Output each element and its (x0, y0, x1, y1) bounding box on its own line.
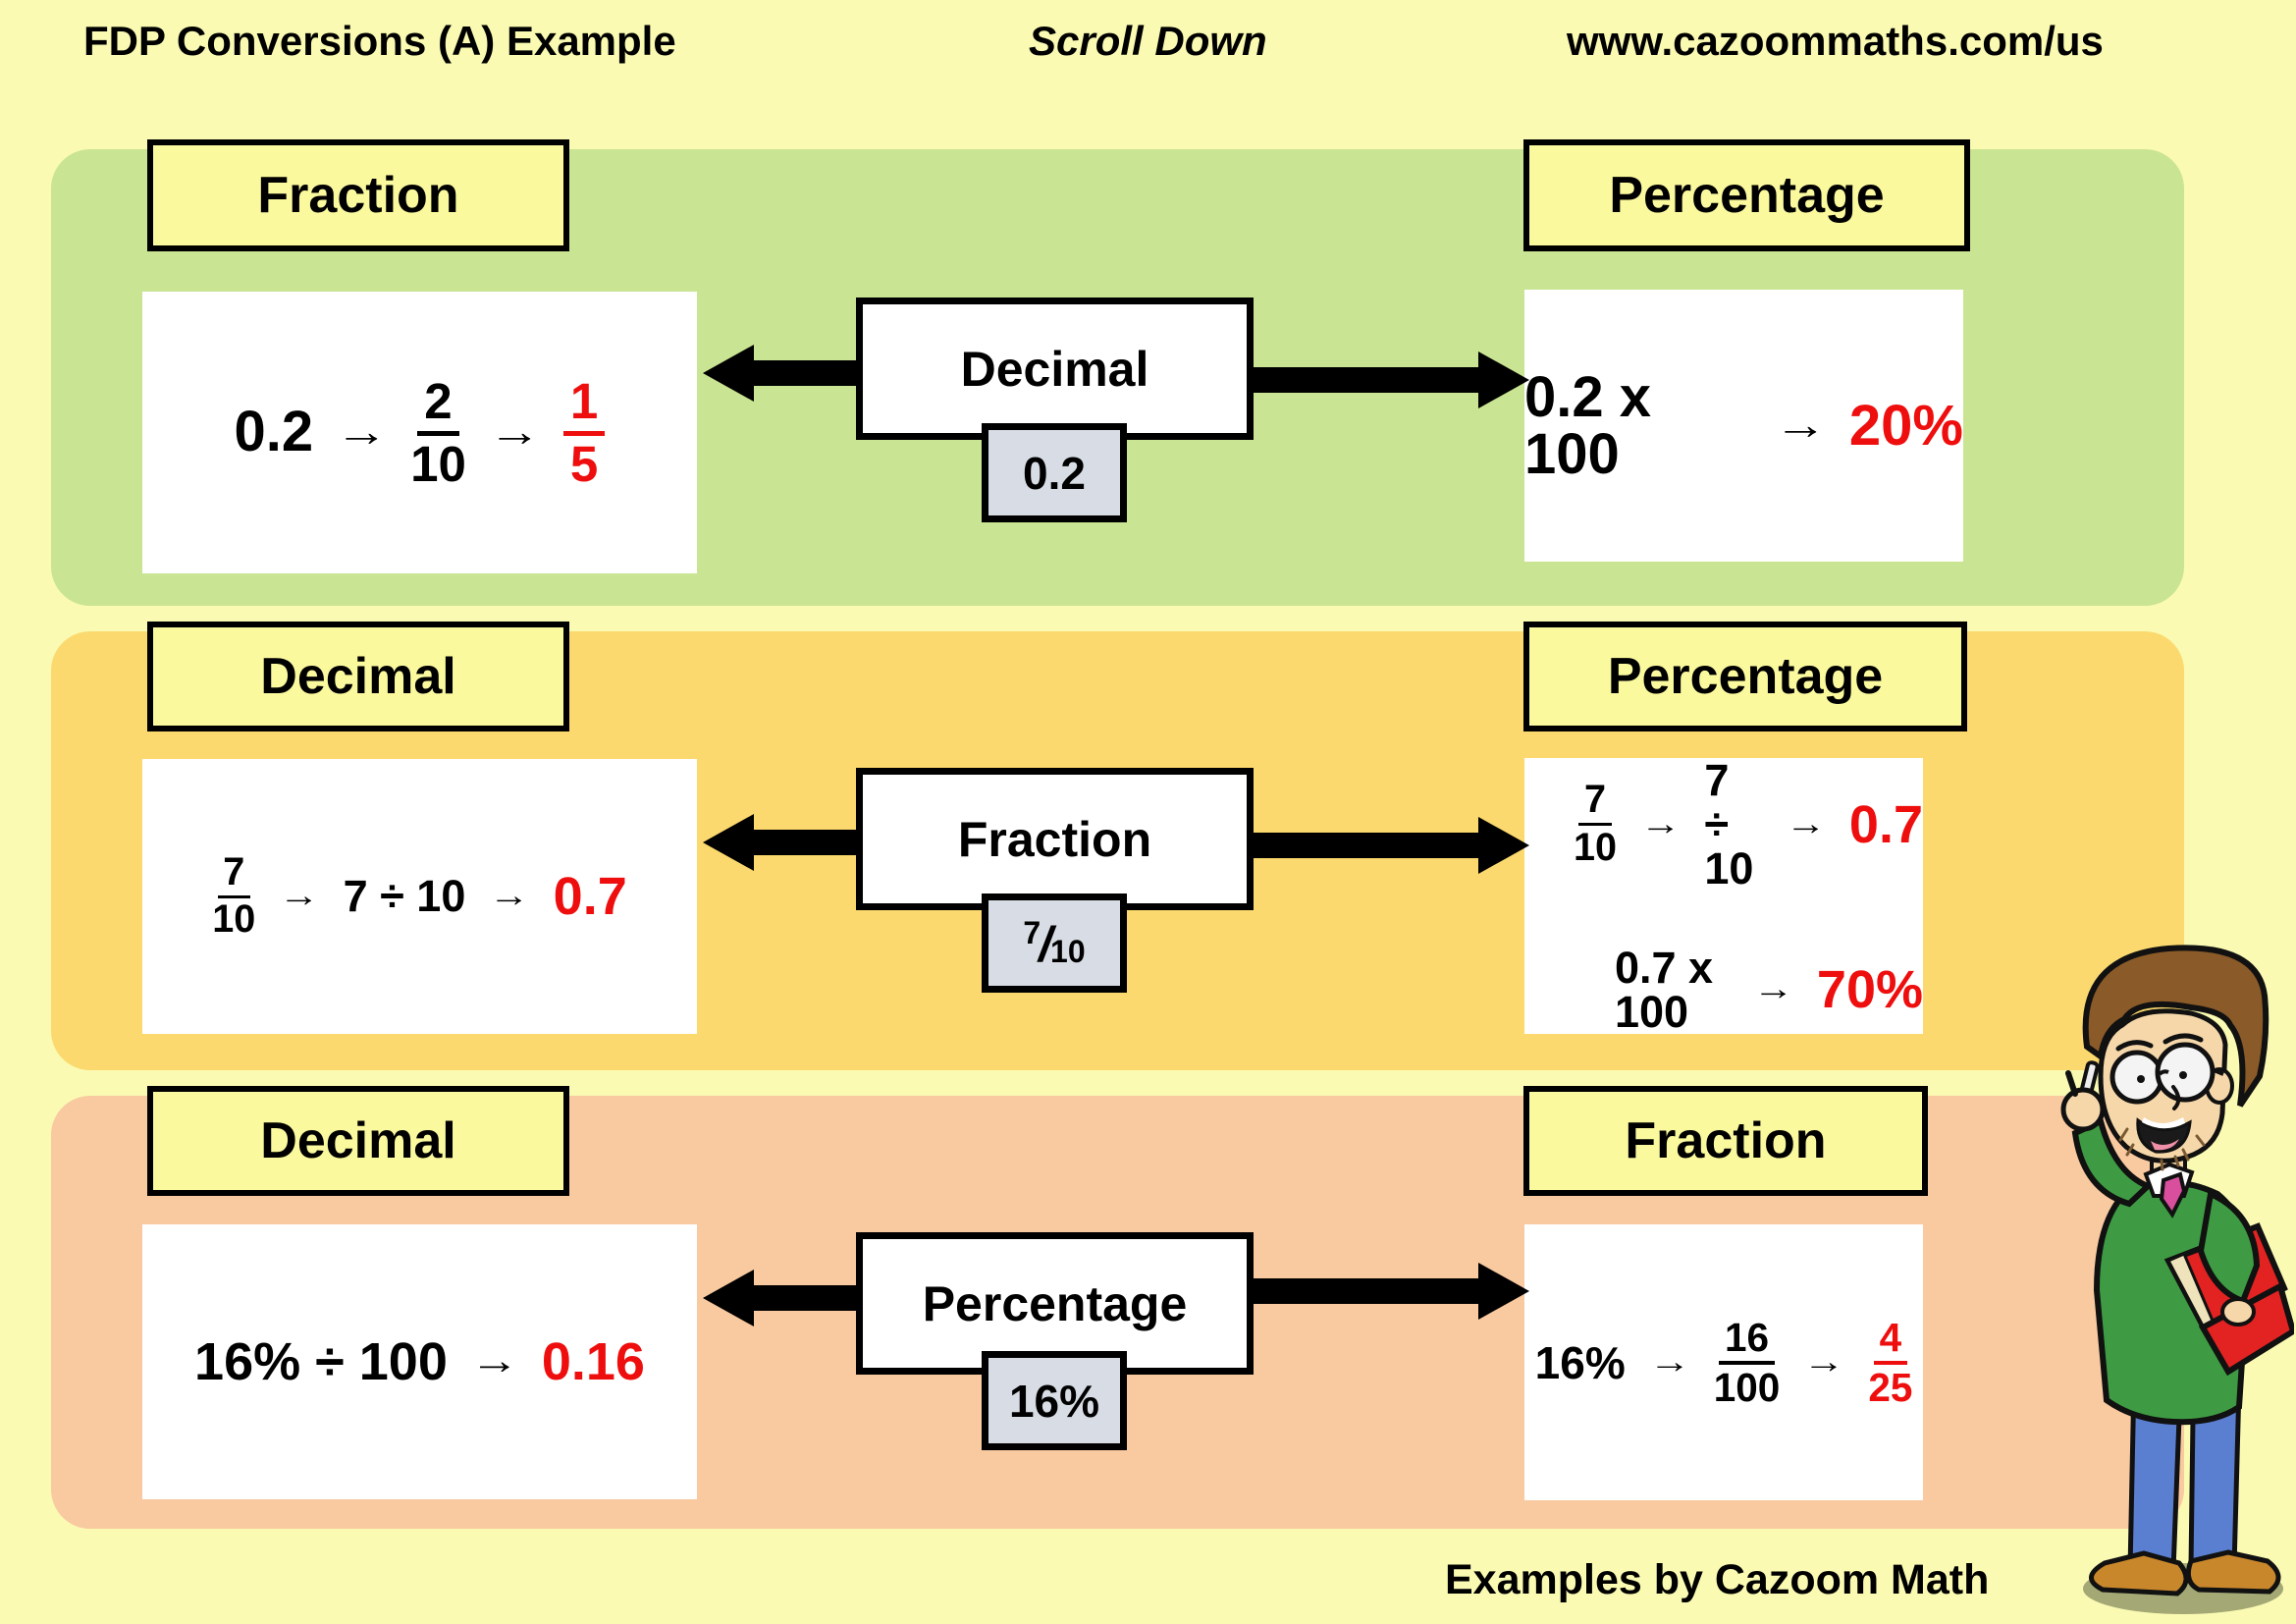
fraction-numerator: 7 (217, 851, 250, 898)
left-arrow-icon (703, 1270, 880, 1326)
expression-term: 0.7 (1848, 794, 1923, 854)
arrow-icon: → (1639, 805, 1682, 842)
row1-right-worked-example: 0.2 x 100 → 20% (1524, 290, 1963, 562)
expression-term: 0.2 x 100 (1524, 364, 1651, 486)
expression-term: 7 ÷ 10 (343, 871, 466, 922)
fraction-numerator: 7 (1578, 780, 1612, 827)
arrow-icon: → (335, 408, 389, 457)
arrow-head (1478, 352, 1529, 408)
arrow-icon: → (488, 408, 542, 457)
arrow-icon: → (1803, 1343, 1845, 1381)
left-arrow-icon (703, 345, 880, 402)
fraction-denominator: 10 (212, 897, 256, 942)
expression-term: 16% ÷ 100 (194, 1332, 448, 1391)
website-link[interactable]: www.cazoommaths.com/us (1567, 18, 2104, 64)
right-arrow-icon (1237, 1263, 1529, 1320)
expression-term: 0.7 x 100 (1615, 943, 1714, 1037)
arrow-shaft (1237, 1278, 1486, 1304)
arrow-head (703, 345, 754, 402)
expression-term: 70% (1816, 960, 1923, 1019)
teacher-character-illustration (2060, 945, 2294, 1614)
row3-center-value: 16% (1009, 1379, 1099, 1424)
right-arrow-icon (1237, 352, 1529, 408)
scroll-down-note: Scroll Down (1029, 18, 1267, 64)
expression-decimal-to-percentage-step: 0.7 x 100 → 70% (1615, 946, 1923, 1034)
arrow-icon: → (1785, 805, 1827, 842)
arrow-head (1478, 1263, 1529, 1320)
arrow-icon: → (279, 878, 320, 915)
expression-term: 20% (1848, 393, 1963, 458)
arrow-icon: → (1648, 1343, 1691, 1381)
arrow-icon: → (1752, 971, 1794, 1008)
fraction-slash: / (1039, 916, 1053, 972)
arrow-icon: → (1774, 402, 1828, 450)
expression-term: 0.16 (541, 1332, 645, 1391)
expression-term: 0.2 (1023, 447, 1086, 499)
expression-term: 0.7 (553, 866, 627, 926)
row1-right-label-percentage: Percentage (1523, 139, 1970, 251)
row1-left-label-fraction: Fraction (147, 139, 569, 251)
arrow-shaft (1237, 367, 1486, 393)
fraction-numerator: 2 (417, 375, 459, 436)
page-title: FDP Conversions (A) Example (83, 18, 676, 64)
fraction-7-10: 7/10 (1023, 917, 1085, 969)
footer-credit: Examples by Cazoom Math (1445, 1556, 1990, 1603)
fraction-denominator: 25 (1868, 1364, 1913, 1410)
expression-term: 0.2 (234, 400, 314, 464)
fraction-numerator: 16 (1719, 1317, 1775, 1365)
expression-percentage-to-decimal: 16% ÷ 100 → 0.16 (194, 1335, 645, 1388)
row2-center-value-chip: 7/10 (982, 893, 1127, 993)
row3-left-worked-example: 16% ÷ 100 → 0.16 (142, 1224, 697, 1499)
row1-center-value: 0.2 (1023, 451, 1086, 496)
arrow-head (703, 814, 754, 871)
arrow-icon: → (469, 1339, 519, 1383)
arrow-icon: → (489, 878, 530, 915)
left-arrow-icon (703, 814, 880, 871)
expression-decimal-to-percentage: 0.2 x 100 → 20% (1524, 364, 1963, 486)
row2-right-label-percentage: Percentage (1523, 622, 1967, 731)
row3-left-label-decimal: Decimal (147, 1086, 569, 1196)
row1-center-value-chip: 0.2 (982, 423, 1127, 522)
expression-term: 16% (1534, 1336, 1626, 1388)
row1-center-label-decimal: Decimal (856, 298, 1254, 440)
row3-right-label-fraction: Fraction (1523, 1086, 1928, 1196)
fraction-denominator: 10 (1050, 934, 1086, 970)
arrow-shaft (1237, 833, 1486, 858)
fraction-numerator: 7 (1023, 915, 1041, 951)
expression-term: 16% (1008, 1375, 1100, 1427)
arrow-head (1478, 817, 1529, 874)
expression-term: 7 ÷ 10 (1704, 755, 1754, 893)
row3-center-value-chip: 16% (982, 1351, 1127, 1450)
right-arrow-icon (1237, 817, 1529, 874)
fraction-numerator: 1 (562, 375, 606, 436)
fraction-denominator: 10 (410, 435, 466, 492)
fraction-numerator: 4 (1873, 1317, 1907, 1365)
row3-center-label-percentage: Percentage (856, 1232, 1254, 1375)
row2-left-label-decimal: Decimal (147, 622, 569, 731)
fraction-denominator: 100 (1713, 1364, 1781, 1410)
fraction-denominator: 10 (1574, 825, 1618, 869)
row2-center-label-fraction: Fraction (856, 768, 1254, 910)
fraction-denominator: 5 (569, 435, 599, 492)
arrow-head (703, 1270, 754, 1326)
row2-center-value: 7/10 (1023, 917, 1085, 969)
